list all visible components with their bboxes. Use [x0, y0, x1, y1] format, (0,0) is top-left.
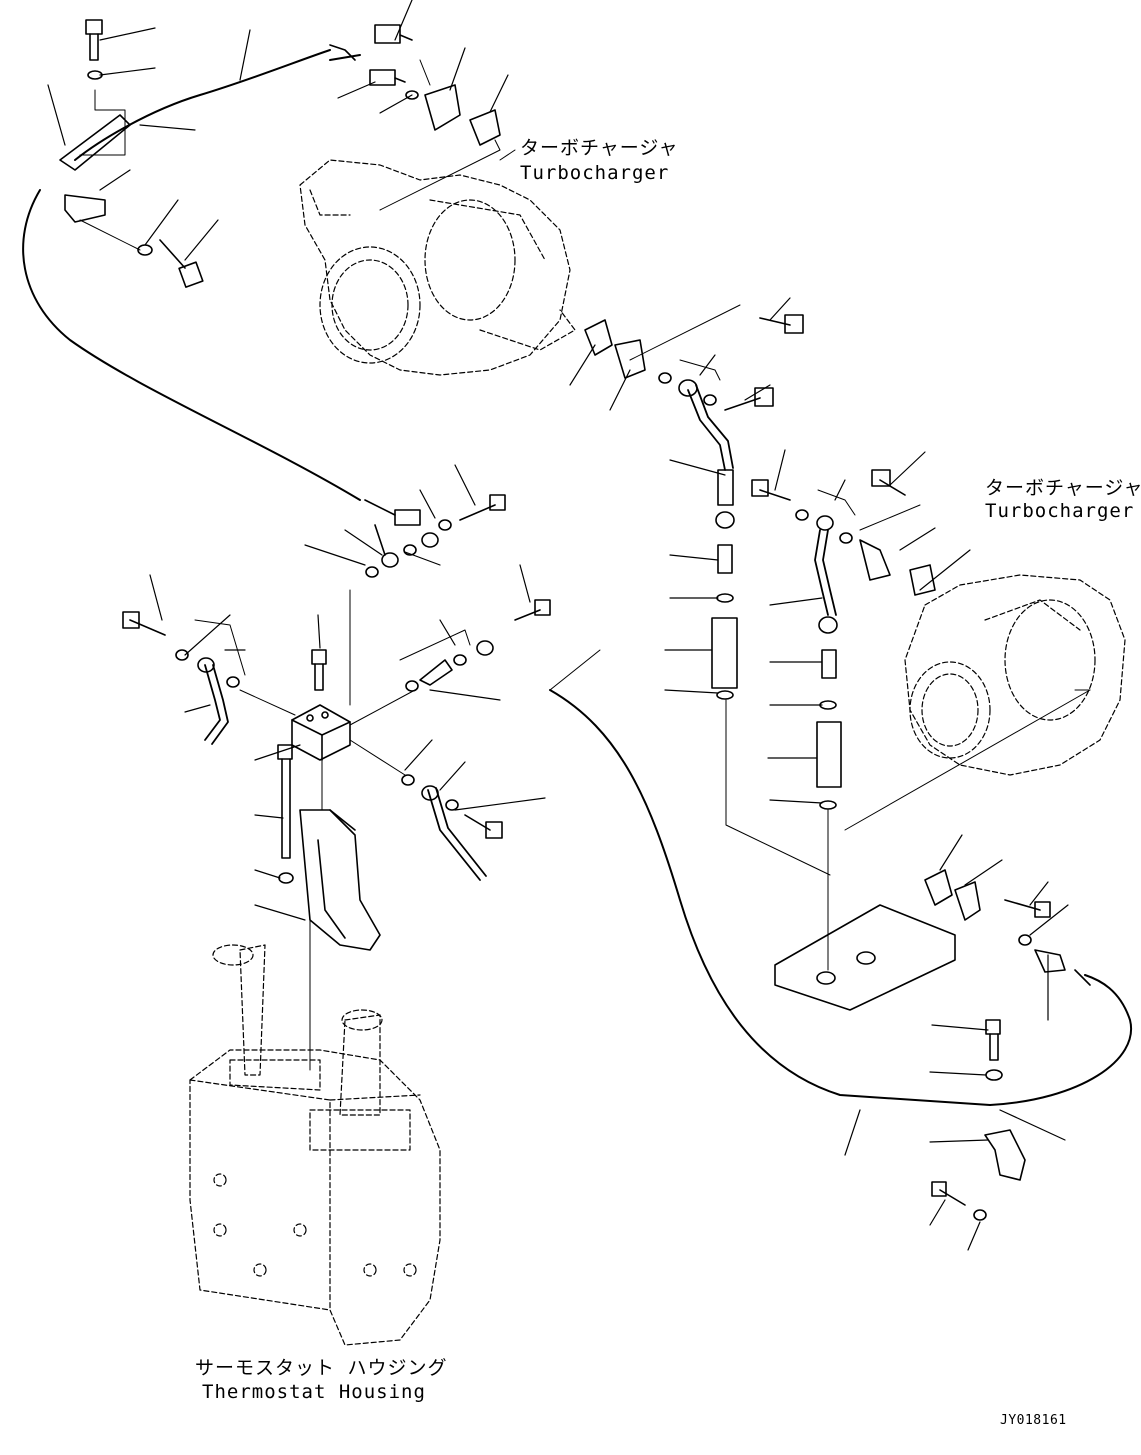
drawing-code: JY018161: [1000, 1413, 1067, 1428]
turbocharger-top-label-en: Turbocharger: [520, 162, 670, 184]
fitting-right-cluster: [751, 469, 936, 810]
label-callouts: [499, 149, 1091, 691]
long-tube-left: [22, 49, 361, 501]
bolt-top-left: [85, 19, 103, 61]
turbocharger-right-outline: [904, 574, 1126, 776]
bracket-left: [277, 744, 381, 951]
short-pipe-left-l: [204, 664, 229, 745]
fitting-top-cluster: [329, 24, 501, 146]
long-tube-right: [549, 689, 1133, 1106]
fitting-center-cluster: [584, 314, 804, 700]
thermostat-housing-label-en: Thermostat Housing: [202, 1381, 426, 1403]
thermostat-housing-label-jp: サーモスタット ハウジング: [195, 1357, 448, 1379]
leader-lines: [47, 0, 1069, 1251]
short-pipe-center: [687, 384, 734, 471]
turbocharger-right-label-en: Turbocharger: [985, 500, 1135, 522]
fitting-left-mid: [364, 494, 506, 578]
junction-block: [122, 599, 551, 839]
bolt-left-2: [159, 239, 204, 288]
thermostat-housing-outline: [189, 944, 441, 1346]
turbocharger-top-outline: [299, 159, 576, 376]
grouping-lines: [79, 59, 1091, 1071]
short-pipe-center-l: [427, 787, 487, 881]
turbocharger-top-label-jp: ターボチャージャ: [520, 137, 679, 159]
turbocharger-right-label-jp: ターボチャージャ: [985, 477, 1141, 499]
cover-plate: [774, 904, 956, 1011]
clamp-top-left: [59, 114, 131, 223]
fitting-bottom-right: [924, 869, 1091, 1221]
short-pipe-mid-right: [814, 529, 837, 616]
